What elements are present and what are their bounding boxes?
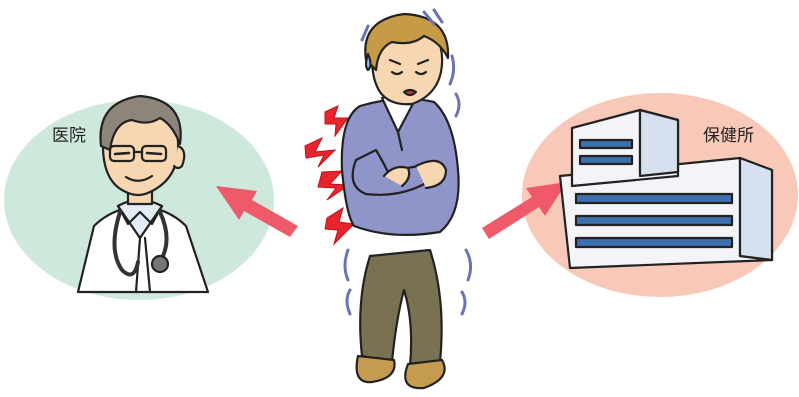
clinic-label: 医院 [52,128,86,145]
health-center-label: 保健所 [703,128,754,145]
sick-man-illustration [342,14,459,388]
